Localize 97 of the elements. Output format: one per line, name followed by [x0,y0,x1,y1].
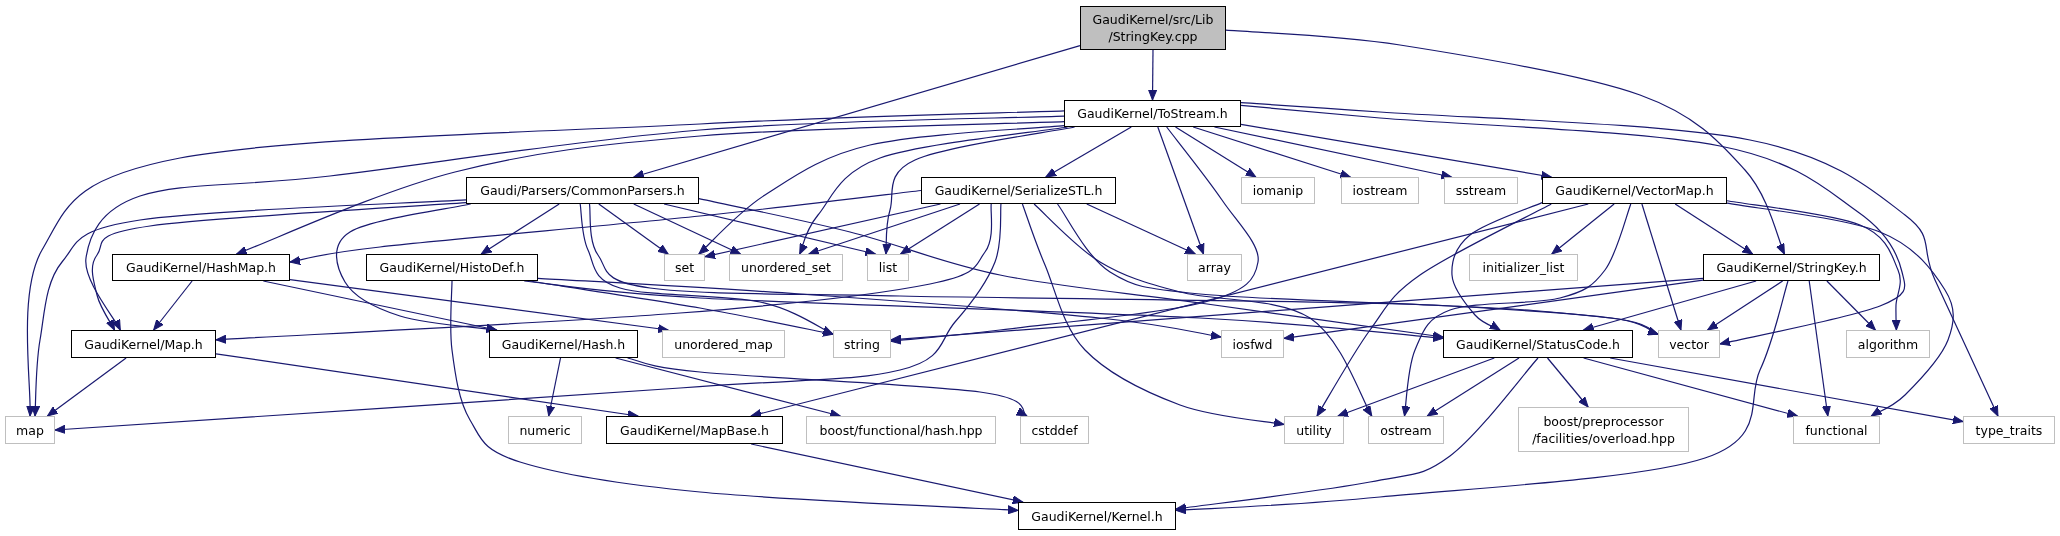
dependency-arrow [1641,203,1683,331]
dependency-arrow [1426,357,1520,417]
dependency-arrow [1808,280,1831,417]
dependency-arrow [1551,203,1615,255]
header-file-node: GaudiKernel/StringKey.h [1703,254,1880,281]
system-header-node: utility [1284,416,1344,444]
dependency-arrow [1175,280,1789,515]
system-header-node: map [5,416,55,444]
system-header-node: boost/preprocessor /facilities/overload.hpp [1518,407,1689,452]
dependency-arrow [46,357,127,417]
dependency-arrow [1316,203,1552,417]
header-file-node: GaudiKernel/HistoDef.h [366,254,538,281]
system-header-node: array [1187,254,1242,281]
dependency-arrow [25,110,1065,417]
dependency-arrow [1021,203,1285,428]
dependency-arrow [663,203,876,257]
header-file-node: GaudiKernel/Map.h [71,330,216,358]
dependency-arrow [698,125,1065,255]
dependency-arrow [598,203,669,255]
system-header-node: cstddef [1020,416,1089,444]
system-header-node: algorithm [1846,330,1930,358]
dependency-arrow [289,189,922,265]
dependency-arrow [1192,126,1351,179]
dependency-arrow [626,357,1028,417]
header-file-node: GaudiKernel/Kernel.h [1018,502,1176,530]
dependency-arrow [615,357,841,418]
dependency-arrow [85,115,1065,331]
dependency-arrow [1174,126,1257,178]
dependency-arrow [1726,202,1954,417]
dependency-arrow [900,203,981,255]
system-header-node: iomanip [1241,177,1315,204]
dependency-arrow [882,126,1076,255]
system-header-node: iostream [1341,177,1419,204]
dependency-arrow [1240,102,1999,417]
dependency-arrow [1726,200,1901,331]
header-file-node: Gaudi/Parsers/CommonParsers.h [466,177,699,204]
dependency-arrow [1451,202,1543,331]
header-file-node: GaudiKernel/SerializeSTL.h [921,177,1116,204]
dependency-arrow [1337,357,1495,417]
dependency-arrow [1546,357,1589,408]
system-header-node: string [833,330,891,358]
dependency-arrow [450,280,1019,515]
dependency-arrow [1240,123,1552,180]
header-file-node: GaudiKernel/HashMap.h [112,254,290,281]
dependency-arrow [808,203,961,256]
dependency-arrow [1157,126,1205,255]
dependency-arrow [215,203,993,344]
dependency-arrow [1283,279,1704,342]
dependency-arrow [750,443,1024,505]
dependency-arrow [1056,203,1659,335]
dependency-arrow [1033,203,1373,417]
dependency-arrow [1086,203,1196,255]
dependency-arrow [1674,203,1754,255]
system-header-node: numeric [508,416,582,444]
system-header-node: boost/functional/hash.hpp [806,416,996,444]
dependency-arrow [698,198,1444,341]
dependency-arrow [1707,280,1784,331]
source-file-node: GaudiKernel/src/Lib /StringKey.cpp [1080,6,1226,50]
system-header-node: sstream [1444,177,1518,204]
dependency-arrow [546,357,562,417]
dependency-arrow [31,199,467,417]
header-file-node: GaudiKernel/MapBase.h [606,416,783,444]
dependency-arrow [480,203,560,255]
header-file-node: GaudiKernel/VectorMap.h [1542,177,1727,204]
dependency-arrow [236,121,1065,255]
system-header-node: set [664,254,705,281]
system-header-node: functional [1793,416,1880,444]
dependency-arrow [91,202,467,331]
dependency-arrow [1045,126,1132,178]
system-header-node: unordered_map [662,330,785,358]
system-header-node: list [867,254,909,281]
dependency-arrow [1240,104,1906,347]
dependency-arrow [1225,29,1785,255]
header-file-node: GaudiKernel/StatusCode.h [1443,330,1633,358]
dependency-arrow [153,280,193,331]
system-header-node: iosfwd [1221,330,1284,358]
dependency-arrow [1401,203,1632,417]
header-file-node: GaudiKernel/Hash.h [489,330,638,358]
header-file-node: GaudiKernel/ToStream.h [1064,100,1241,127]
dependency-arrow [54,203,1002,434]
dependency-arrow [289,279,669,334]
system-header-node: unordered_set [729,254,843,281]
dependency-arrow [750,203,1589,418]
system-header-node: initializer_list [1469,254,1578,281]
dependency-arrow [633,203,741,255]
dependency-arrow [537,277,1222,340]
dependency-arrow [1583,280,1757,332]
dependency-arrow [633,45,1081,179]
dependency-arrow [1148,49,1158,101]
dependency-arrow [1583,357,1798,418]
system-header-node: ostream [1368,416,1444,444]
dependency-arrow [1175,357,1539,513]
dependency-arrow [579,203,834,335]
dependency-arrow [890,126,1259,345]
dependency-arrow [1826,280,1876,331]
system-header-node: type_traits [1963,416,2055,444]
system-header-node: vector [1658,330,1720,358]
